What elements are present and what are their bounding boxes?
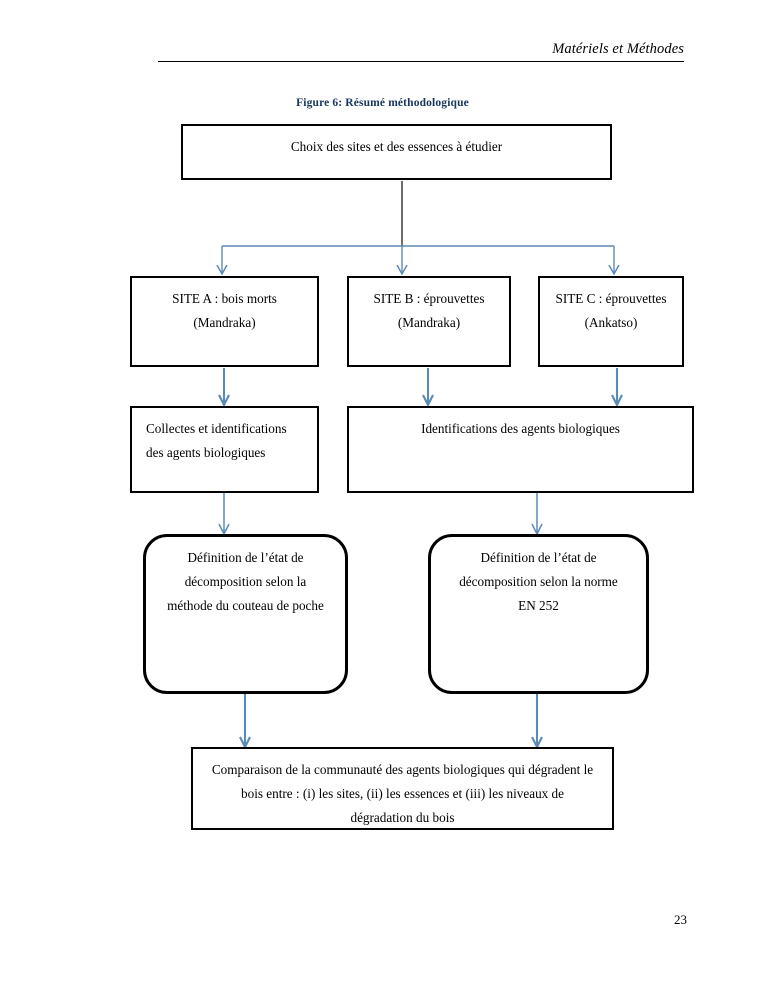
flowchart-node-collectes: Collectes et identifications des agents …	[130, 406, 319, 493]
node-text-line: Comparaison de la communauté des agents …	[211, 762, 594, 777]
node-text-line: SITE B : éprouvettes	[373, 291, 485, 306]
node-text-line: SITE C : éprouvettes	[555, 291, 667, 306]
node-text-line: EN 252	[518, 598, 559, 614]
node-text-line: des agents biologiques	[146, 445, 266, 461]
node-text-line: dégradation du bois	[350, 810, 455, 826]
node-text-line: méthode du couteau de poche	[167, 598, 324, 614]
connector-root-to-sites	[216, 245, 620, 276]
figure-caption: Figure 6: Résumé méthodologique	[296, 97, 469, 109]
node-text-line: Définition de l’état de	[480, 550, 597, 565]
node-text-line: (Mandraka)	[193, 315, 256, 331]
node-text-line: (Ankatso)	[584, 315, 638, 331]
node-text-line: bois entre : (i) les sites, (ii) les ess…	[241, 786, 564, 802]
flowchart-node-site-a: SITE A : bois morts (Mandraka)	[130, 276, 319, 367]
running-header-title: Matériels et Méthodes	[552, 41, 684, 57]
running-header: Matériels et Méthodes	[158, 38, 684, 62]
page-number: 23	[674, 912, 687, 927]
node-text-line: Définition de l’état de	[187, 550, 304, 565]
node-text-line: décomposition selon la norme	[459, 574, 618, 590]
connector-definition-to-comparison	[239, 694, 543, 750]
node-text-line: Collectes et identifications	[146, 421, 287, 436]
header-rule	[158, 61, 684, 62]
flowchart-node-site-b: SITE B : éprouvettes (Mandraka)	[347, 276, 511, 367]
node-text-line: (Mandraka)	[397, 315, 461, 331]
connector-sites-to-identification	[218, 368, 623, 408]
flowchart-node-identifications: Identifications des agents biologiques	[347, 406, 694, 493]
flowchart-node-comparison: Comparaison de la communauté des agents …	[191, 747, 614, 830]
flowchart-node-definition-knife: Définition de l’état de décomposition se…	[143, 534, 348, 694]
node-text-line: SITE A : bois morts	[172, 291, 277, 306]
node-text-line: Choix des sites et des essences à étudie…	[290, 139, 503, 154]
flowchart-node-site-c: SITE C : éprouvettes (Ankatso)	[538, 276, 684, 367]
flowchart-node-root: Choix des sites et des essences à étudie…	[181, 124, 612, 180]
connector-identification-to-definition	[218, 493, 543, 536]
flowchart-node-definition-norm: Définition de l’état de décomposition se…	[428, 534, 649, 694]
node-text-line: Identifications des agents biologiques	[421, 421, 620, 436]
node-text-line: décomposition selon la	[184, 574, 307, 590]
